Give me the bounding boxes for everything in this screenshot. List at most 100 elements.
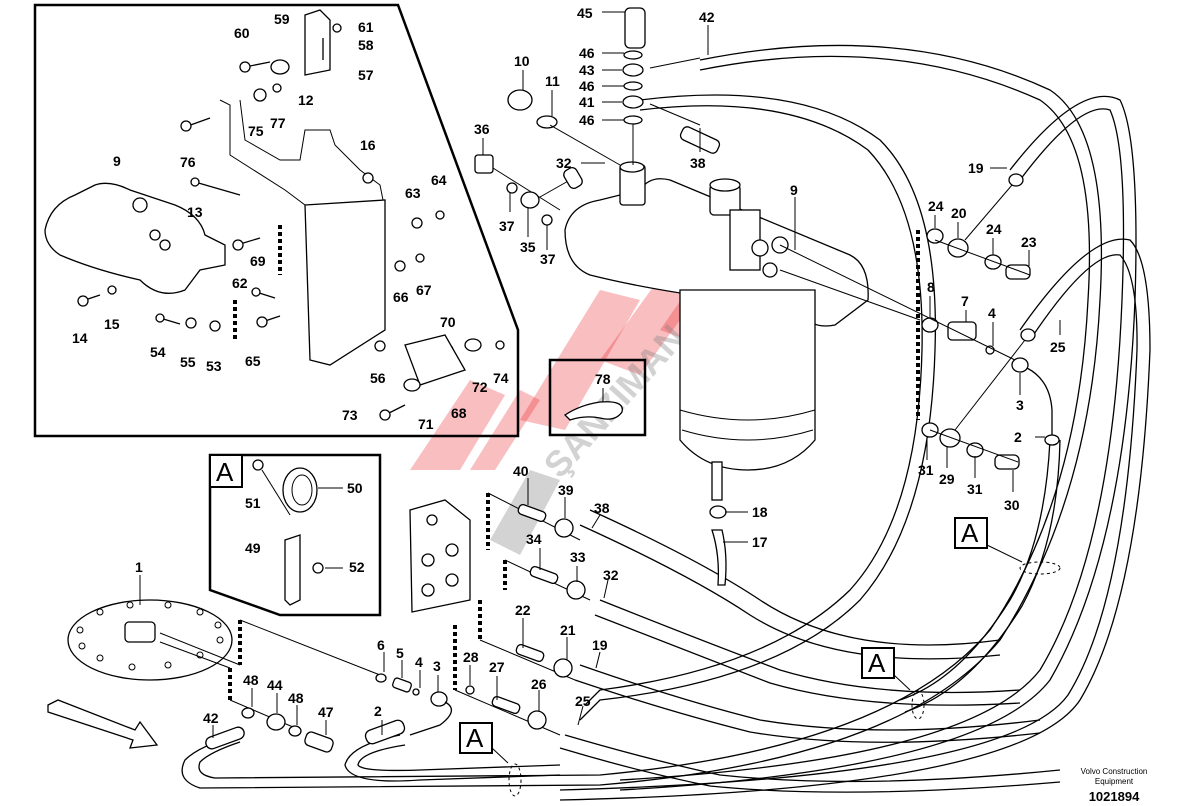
detail-a-ref-2 [861, 647, 895, 679]
callout-72: 72 [472, 379, 488, 395]
callout-75: 75 [248, 123, 264, 139]
callout-25-right: 25 [1050, 339, 1066, 355]
callout-5: 5 [396, 645, 404, 661]
inset-detail-a: A 50 51 49 52 [208, 453, 382, 617]
inset-cable-tie: 78 [548, 358, 647, 437]
callout-32-top: 32 [556, 155, 572, 171]
callout-46-2: 46 [579, 78, 595, 94]
callout-76: 76 [180, 154, 196, 170]
callout-46-3: 46 [579, 112, 595, 128]
detail-a-ref-1 [954, 517, 988, 549]
callout-30: 30 [1004, 497, 1020, 513]
manifold-plate [409, 499, 471, 613]
callout-42-bottom: 42 [203, 710, 219, 726]
detail-a-ref-3 [459, 722, 493, 754]
detail-a-references: A A A [459, 517, 1061, 797]
callout-38-bottom: 38 [594, 500, 610, 516]
fuel-filter [564, 161, 869, 586]
callout-11: 11 [545, 73, 560, 89]
callout-27: 27 [489, 659, 505, 675]
callout-64: 64 [431, 172, 447, 188]
callout-37-2: 37 [540, 251, 556, 267]
callout-12: 12 [298, 92, 314, 108]
right-fittings [779, 173, 1060, 470]
callout-57: 57 [358, 67, 374, 83]
callout-25-bottom: 25 [575, 693, 591, 709]
callout-4-bottom: 4 [415, 654, 423, 670]
callout-13: 13 [187, 204, 203, 220]
callout-47: 47 [318, 704, 334, 720]
callout-74: 74 [493, 370, 509, 386]
callout-4-right: 4 [988, 305, 996, 321]
callout-53: 53 [206, 358, 222, 374]
cable-tie-drawing [563, 401, 623, 421]
callout-23: 23 [1021, 234, 1037, 250]
inset-bracket-view: 59 60 61 58 57 12 75 77 76 16 9 13 63 64… [33, 3, 520, 438]
callout-38-top: 38 [690, 155, 706, 171]
detail-a-ref-1-label: A [961, 518, 979, 548]
callout-19-bottom: 19 [592, 637, 608, 653]
callout-56: 56 [370, 370, 386, 386]
callout-19-top: 19 [968, 160, 984, 176]
callout-55: 55 [180, 354, 196, 370]
detail-a-ref-3-label: A [466, 723, 484, 753]
callout-69: 69 [250, 253, 266, 269]
callout-46-1: 46 [579, 45, 595, 61]
callout-66: 66 [393, 289, 409, 305]
leader-lines [139, 11, 1061, 738]
detail-a-marker: A [216, 457, 234, 487]
callout-3-right: 3 [1016, 397, 1024, 413]
callout-60: 60 [234, 25, 250, 41]
callout-50: 50 [347, 480, 363, 496]
callout-24-2: 24 [986, 221, 1002, 237]
callout-9-main: 9 [790, 182, 798, 198]
callout-40: 40 [513, 463, 529, 479]
callout-31-2: 31 [967, 481, 983, 497]
callout-18: 18 [752, 504, 768, 520]
drawing-number: 1021894 [1089, 789, 1140, 804]
callout-37-1: 37 [499, 218, 515, 234]
callout-15: 15 [104, 316, 120, 332]
callout-73: 73 [342, 407, 358, 423]
fitting-7 [947, 321, 977, 341]
callout-78: 78 [595, 371, 611, 387]
callout-41: 41 [579, 94, 595, 110]
callout-77: 77 [270, 115, 286, 131]
callout-36: 36 [474, 121, 490, 137]
callout-51: 51 [245, 495, 261, 511]
callout-21: 21 [560, 622, 576, 638]
callout-62: 62 [232, 275, 248, 291]
callout-71: 71 [418, 416, 434, 432]
callout-14: 14 [72, 330, 88, 346]
bracket-68 [404, 334, 466, 386]
bracket-plate [304, 199, 386, 366]
callout-58: 58 [358, 37, 374, 53]
callout-49: 49 [245, 540, 261, 556]
detail-a-ref-2-label: A [868, 648, 886, 678]
callout-70: 70 [440, 314, 456, 330]
callout-10: 10 [514, 53, 530, 69]
callout-44: 44 [267, 677, 283, 693]
manifold-fittings [409, 492, 591, 736]
callout-20: 20 [951, 205, 967, 221]
detail-a-marker-box [209, 454, 243, 488]
brand-line-2: Equipment [1095, 777, 1134, 786]
callout-28: 28 [463, 649, 479, 665]
inset-callouts: 59 60 61 58 57 12 75 77 76 16 9 13 63 64… [72, 11, 509, 432]
callout-48-1: 48 [243, 672, 259, 688]
callout-67: 67 [416, 282, 432, 298]
filter-head-drawing [44, 182, 226, 294]
callout-32-bottom: 32 [603, 567, 619, 583]
callout-48-2: 48 [288, 690, 304, 706]
callout-22: 22 [515, 602, 531, 618]
brand-line-1: Volvo Construction [1081, 767, 1148, 776]
callout-29: 29 [939, 471, 955, 487]
callout-65: 65 [245, 353, 261, 369]
callout-2-bottom: 2 [374, 703, 382, 719]
callout-24-1: 24 [928, 198, 944, 214]
callout-42-top: 42 [699, 9, 715, 25]
callout-8: 8 [927, 279, 935, 295]
callout-16: 16 [360, 137, 376, 153]
